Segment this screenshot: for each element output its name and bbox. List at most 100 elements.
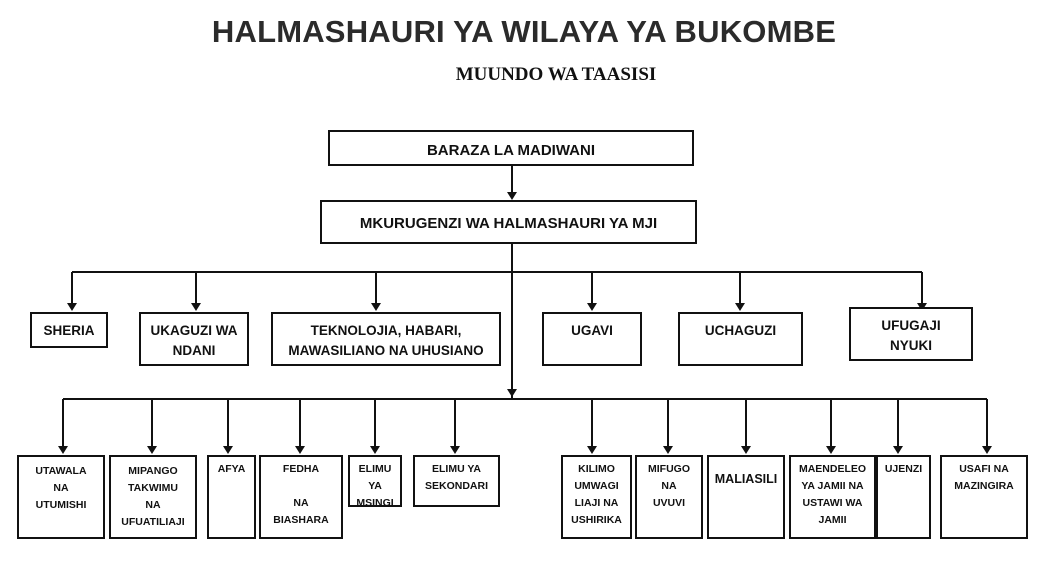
department-11-label-line: MAZINGIRA [954, 480, 1014, 492]
dept-arrow-0-head [58, 446, 68, 454]
dept-arrow-5-head [450, 446, 460, 454]
department-7-label-line: NA [661, 480, 677, 492]
department-4-label-line: ELIMU [359, 463, 392, 475]
department-9-label-line: USTAWI WA [803, 497, 863, 509]
department-6-label-line: USHIRIKA [571, 514, 622, 526]
department-0-label: UTAWALA NA UTUMISHI [35, 465, 87, 511]
dept-arrow-7-head [663, 446, 673, 454]
department-3-box [259, 455, 343, 539]
department-1-label-line: TAKWIMU [128, 482, 178, 494]
unit-1-box [139, 312, 249, 366]
department-10-box [876, 455, 931, 539]
dept-arrow-8-head [741, 446, 751, 454]
department-7-label: MIFUGO NA UVUVI [648, 463, 690, 509]
unit-5-box [849, 307, 973, 361]
dept-arrow-4-head [370, 446, 380, 454]
unit-2-box [271, 312, 501, 366]
department-11-label-line: USAFI NA [959, 463, 1009, 475]
department-8-label-line: MALIASILI [715, 472, 778, 486]
units-arrow-1-head [191, 303, 201, 311]
unit-2-label-line: TEKNOLOJIA, HABARI, [311, 323, 462, 338]
connectors [58, 166, 992, 454]
unit-1-label-line: NDANI [173, 343, 216, 358]
dept-arrow-3-head [295, 446, 305, 454]
department-4-label-line: MSINGI [356, 497, 393, 509]
department-3-label: FEDHA NA BIASHARA [273, 463, 329, 526]
unit-4-box [678, 312, 803, 366]
department-3-label-line: BIASHARA [273, 514, 329, 526]
department-2-label-line: AFYA [218, 463, 246, 475]
unit-5-label-line: UFUGAJI [881, 318, 940, 333]
department-1-label: MIPANGO TAKWIMU NA UFUATILIAJI [121, 465, 184, 528]
unit-2-label-line: MAWASILIANO NA UHUSIANO [288, 343, 483, 358]
department-3-label-line: NA [293, 497, 309, 509]
department-6-label-line: KILIMO [578, 463, 615, 475]
department-5-label-line: SEKONDARI [425, 480, 488, 492]
department-8-box [707, 455, 785, 539]
department-5-label: ELIMU YA SEKONDARI [425, 463, 488, 492]
unit-0-label-line: SHERIA [43, 323, 94, 338]
node-baraza-box [328, 130, 694, 166]
department-1-label-line: MIPANGO [128, 465, 177, 477]
unit-0-label: SHERIA [43, 323, 94, 338]
department-9-label-line: MAENDELEO [799, 463, 866, 475]
unit-3-label: UGAVI [571, 323, 613, 338]
department-6-label: KILIMO UMWAGI LIAJI NA USHIRIKA [571, 463, 622, 526]
dept-arrow-2-head [223, 446, 233, 454]
department-10-label-line: UJENZI [885, 463, 922, 475]
department-9-label-line: JAMII [818, 514, 846, 526]
department-9-label: MAENDELEO YA JAMII NA USTAWI WA JAMII [799, 463, 866, 526]
chart-title: HALMASHAURI YA WILAYA YA BUKOMBE [211, 14, 837, 49]
node-baraza-label-line: BARAZA LA MADIWANI [427, 142, 595, 159]
department-9-label-line: YA JAMII NA [801, 480, 864, 492]
spine-arrow-head [507, 389, 517, 397]
boxes: BARAZA LA MADIWANI MKURUGENZI WA HALMASHA… [17, 130, 1028, 539]
department-5-label-line: ELIMU YA [432, 463, 481, 475]
department-4-label: ELIMU YA MSINGI [356, 463, 393, 509]
units-arrow-0-head [67, 303, 77, 311]
department-9-box [789, 455, 876, 539]
department-11-box [940, 455, 1028, 539]
dept-arrow-10-head [893, 446, 903, 454]
department-4-label-line: YA [368, 480, 382, 492]
department-4-box [348, 455, 402, 507]
department-6-box [561, 455, 632, 539]
department-2-box [207, 455, 256, 539]
node-mkurugenzi-label: MKURUGENZI WA HALMASHAURI YA MJI [360, 215, 657, 232]
department-1-label-line: NA [145, 499, 161, 511]
arrow-council-director-head [507, 192, 517, 200]
department-6-label-line: LIAJI NA [575, 497, 619, 509]
department-0-label-line: NA [53, 482, 69, 494]
dept-arrow-1-head [147, 446, 157, 454]
node-baraza-label: BARAZA LA MADIWANI [427, 142, 595, 159]
node-mkurugenzi-box [320, 200, 697, 244]
department-3-label-line: FEDHA [283, 463, 320, 475]
department-7-label-line: MIFUGO [648, 463, 690, 475]
unit-5-label-line: NYUKI [890, 338, 932, 353]
department-0-label-line: UTUMISHI [36, 499, 87, 511]
dept-arrow-6-head [587, 446, 597, 454]
department-7-label-line: UVUVI [653, 497, 685, 509]
unit-3-label-line: UGAVI [571, 323, 613, 338]
unit-0-box [30, 312, 108, 348]
unit-3-box [542, 312, 642, 366]
department-5-box [413, 455, 500, 507]
units-arrow-2-head [371, 303, 381, 311]
unit-5-label: UFUGAJI NYUKI [881, 318, 940, 353]
department-6-label-line: UMWAGI [574, 480, 618, 492]
department-1-box [109, 455, 197, 539]
unit-2-label: TEKNOLOJIA, HABARI, MAWASILIANO NA UHUSIA… [288, 323, 483, 358]
unit-1-label: UKAGUZI WA NDANI [151, 323, 238, 358]
department-7-box [635, 455, 703, 539]
dept-arrow-9-head [826, 446, 836, 454]
node-mkurugenzi-label-line: MKURUGENZI WA HALMASHAURI YA MJI [360, 215, 657, 232]
department-0-box [17, 455, 105, 539]
unit-1-label-line: UKAGUZI WA [151, 323, 238, 338]
units-arrow-4-head [735, 303, 745, 311]
dept-arrow-11-head [982, 446, 992, 454]
department-0-label-line: UTAWALA [35, 465, 87, 477]
department-8-label: MALIASILI [715, 472, 778, 486]
department-1-label-line: UFUATILIAJI [121, 516, 184, 528]
chart-subtitle: MUUNDO WA TAASISI [455, 64, 657, 85]
